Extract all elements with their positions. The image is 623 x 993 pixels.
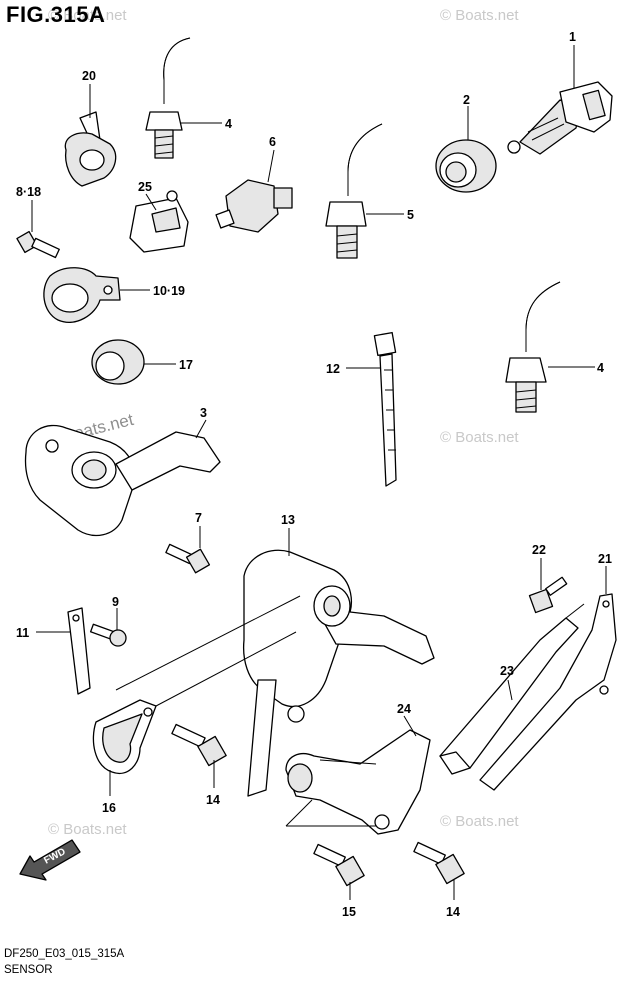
callout-16: 16 [102, 801, 116, 815]
part-10-19-clamp [43, 267, 121, 323]
part-12-tie-wrap [373, 331, 397, 487]
part-15-bolt [313, 843, 365, 887]
part-14-bolt-left [171, 723, 227, 767]
watermark-5: © Boats.net [48, 821, 127, 838]
part-4-sensor-right [505, 281, 561, 413]
part-7-bolt [165, 543, 211, 574]
part-25 [129, 190, 189, 253]
part-3-bracket [24, 424, 221, 537]
callout-14-right: 14 [446, 905, 460, 919]
part-9-screw [89, 623, 127, 647]
part-24-bracket [285, 729, 431, 835]
callout-17: 17 [179, 358, 193, 372]
part-20-clip [64, 111, 117, 187]
part-21-rod [479, 593, 617, 791]
callout-9: 9 [112, 595, 119, 609]
callout-21: 21 [598, 552, 612, 566]
callout-10-19: 10·19 [153, 284, 185, 298]
part-23-rod [439, 617, 579, 775]
part-8-18-bolt [16, 230, 60, 259]
leader-lines [31, 45, 607, 900]
figure-title: FIG.315A [6, 2, 106, 27]
part-2-grommet [435, 139, 497, 193]
part-16-clip [92, 699, 157, 774]
callout-22: 22 [532, 543, 546, 557]
part-14-bolt-right [413, 841, 465, 885]
callout-1: 1 [569, 30, 576, 44]
part-5-sensor [325, 123, 383, 259]
callout-20: 20 [82, 69, 96, 83]
part-1-sensor [507, 81, 613, 155]
part-17-grommet [91, 339, 145, 385]
watermark-4: © Boats.net [440, 813, 519, 830]
watermark-2: © Boats.net [440, 7, 519, 24]
callout-8-18: 8·18 [16, 185, 41, 199]
figure-code: DF250_E03_015_315A [4, 948, 125, 960]
part-13-bracket [242, 549, 435, 797]
callout-5: 5 [407, 208, 414, 222]
part-4-sensor-top [145, 37, 191, 159]
callout-11: 11 [16, 626, 29, 640]
callout-24: 24 [397, 702, 411, 716]
callout-13: 13 [281, 513, 295, 527]
callout-2: 2 [463, 93, 470, 107]
callout-12: 12 [326, 362, 340, 376]
callout-4-top: 4 [225, 117, 232, 131]
callout-25: 25 [138, 180, 152, 194]
watermark-1: © Boats.net [48, 7, 127, 24]
callout-7: 7 [195, 511, 202, 525]
callout-23: 23 [500, 664, 514, 678]
watermark-3: © Boats.net [440, 429, 519, 446]
callout-6: 6 [269, 135, 276, 149]
part-6-sensor [215, 179, 293, 233]
callout-14-left: 14 [206, 793, 220, 807]
callout-15: 15 [342, 905, 356, 919]
callout-labels: 1 2 3 4 4 5 6 7 8·18 9 10·19 11 12 13 14… [16, 30, 612, 919]
callout-3: 3 [200, 406, 207, 420]
figure-caption: SENSOR [4, 964, 53, 976]
callout-4-right: 4 [597, 361, 604, 375]
part-11-strap [67, 607, 91, 695]
fwd-arrow: FWD [19, 839, 81, 881]
part-22-bolt [528, 576, 568, 614]
